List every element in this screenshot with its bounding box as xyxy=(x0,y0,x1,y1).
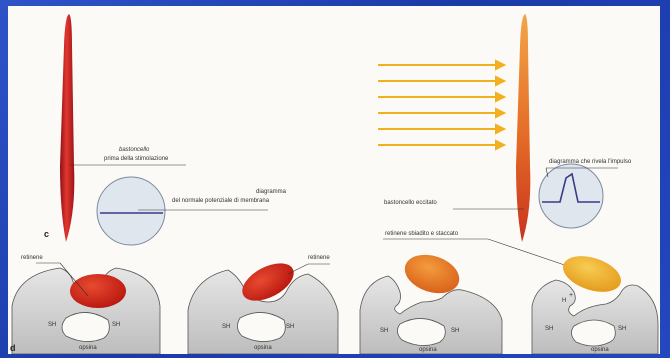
label-rod-name: bastoncello xyxy=(119,147,149,153)
rod-resting xyxy=(60,14,74,242)
label-rod-excited: bastoncello eccitato xyxy=(384,200,437,206)
label-diagram-normal-1: diagramma xyxy=(256,189,286,195)
label-opsin-4: opsina xyxy=(591,347,609,353)
label-sh-2b: SH xyxy=(286,324,294,330)
label-opsin-1: opsina xyxy=(79,345,97,351)
label-h: H xyxy=(562,298,566,304)
label-sh-1b: SH xyxy=(112,322,120,328)
opsin-2 xyxy=(188,256,338,354)
label-h-plus-sign: + xyxy=(569,292,573,299)
panel-label-c: c xyxy=(44,230,49,239)
opsin-3 xyxy=(360,248,502,354)
label-sh-3a: SH xyxy=(380,328,388,334)
light-ray-arrows xyxy=(378,61,504,149)
opsin-1 xyxy=(12,268,160,354)
membrane-potential-circle xyxy=(97,177,165,245)
label-sh-4a: SH xyxy=(545,326,553,332)
label-opsin-2: opsina xyxy=(254,345,272,351)
label-sh-3b: SH xyxy=(451,328,459,334)
label-sh-4b: SH xyxy=(618,326,626,332)
label-retinene-1: retinene xyxy=(21,255,43,261)
impulse-circle xyxy=(539,164,603,228)
label-sh-2a: SH xyxy=(222,324,230,330)
panel-label-d: d xyxy=(10,344,16,353)
label-retinene-bleached: retinene sbiadito e staccato xyxy=(385,231,458,237)
label-sh-1a: SH xyxy=(48,322,56,328)
opsin-4 xyxy=(532,250,658,354)
label-rod-before: prima della stimolazione xyxy=(104,156,168,162)
label-diagram-impulse: diagramma che rivela l'impulso xyxy=(549,159,631,165)
rod-excited xyxy=(516,14,530,242)
label-diagram-normal-2: del normale potenziale di membrana xyxy=(172,198,269,204)
label-retinene-2: retinene xyxy=(308,255,330,261)
label-opsin-3: opsina xyxy=(419,347,437,353)
figure-panel: bastoncello prima della stimolazione dia… xyxy=(8,6,660,354)
